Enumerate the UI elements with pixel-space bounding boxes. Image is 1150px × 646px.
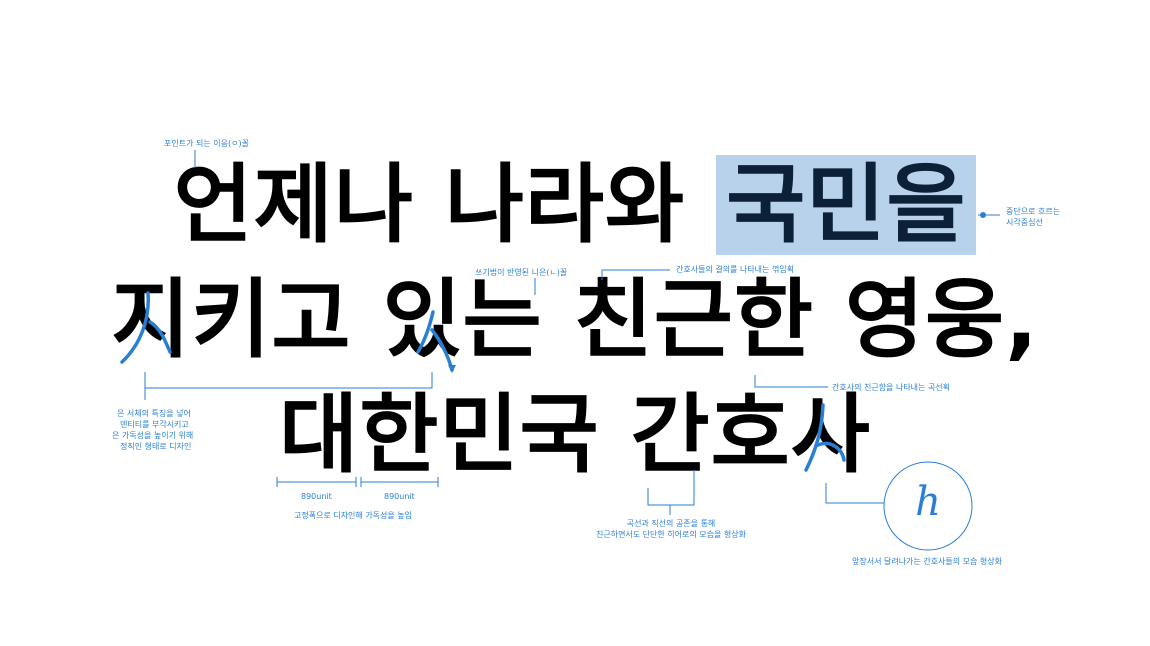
annotation-nieun: 쓰기법이 반영된 니은(ㄴ)꼴 [475, 268, 568, 277]
headline-line-1-text: 언제나 나라와 [173, 155, 717, 255]
headline-line-3: 대한민국 간호사 [279, 385, 871, 485]
annotation-central-2: 시각중심선 [1006, 218, 1043, 227]
annotation-serif-3: 은 가독성을 높이기 위해 [112, 431, 194, 440]
annotation-unit-a: 890unit [301, 492, 332, 501]
iss-stroke-overlay [416, 310, 435, 354]
hero-bracket [647, 470, 695, 506]
headline-line-2: 지키고 있는 친근한 영웅, [111, 270, 1039, 370]
annotation-will: 간호사들의 결의를 나타내는 꺾임획 [676, 265, 795, 274]
forward-leader [825, 483, 884, 504]
annotation-fixed-width: 고정폭으로 디자인해 가독성을 높임 [294, 511, 413, 520]
annotation-forward: 앞장서서 달려나가는 간호사들의 모습 형상화 [852, 557, 1003, 566]
arrow-head [448, 365, 456, 373]
serif-bracket [144, 372, 433, 389]
sa-stroke-overlay [804, 403, 825, 472]
annotation-unit-b: 890unit [384, 492, 415, 501]
curve-leader [754, 375, 828, 388]
annotation-serif-2: 덴티티를 부각시키고 [120, 420, 189, 429]
annotation-serif-1: 은 서체의 특징을 넣어 [117, 409, 191, 418]
annotation-hero-2: 친근하면서도 단단한 히어로의 모습을 형상화 [595, 530, 746, 539]
h-circle [883, 461, 973, 551]
iss-stroke-overlay-2 [430, 328, 454, 372]
headline-line-1: 언제나 나라와 국민을 [0, 155, 1150, 255]
central-leader-dot [980, 212, 986, 218]
ji-stroke-overlay [120, 291, 150, 364]
annotation-hero-1: 곡선과 직선의 공존을 통해 [626, 519, 716, 528]
sa-stroke-overlay-2 [816, 441, 846, 462]
annotation-central-1: 중단으로 흐르는 [1006, 207, 1061, 216]
h-glyph-sample: h [915, 479, 941, 525]
ji-stroke-overlay-2 [148, 320, 172, 354]
annotation-curve: 간호사의 친근함을 나타내는 곡선획 [832, 383, 951, 392]
annotation-serif-4: 정직인 형태로 디자인 [120, 442, 192, 451]
headline-highlight: 국민을 [716, 155, 977, 255]
will-leader [601, 269, 670, 280]
annotation-ieung: 포인트가 되는 이응(ㅇ)꼴 [164, 139, 249, 148]
